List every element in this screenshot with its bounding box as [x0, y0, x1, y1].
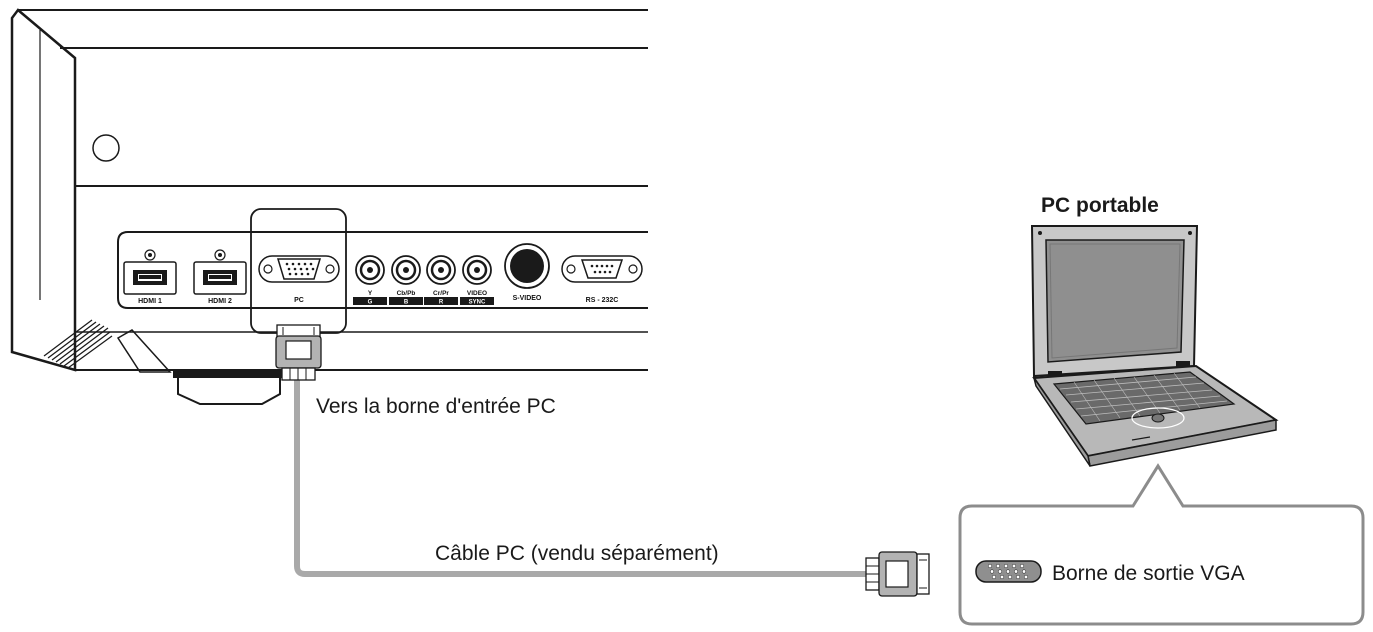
laptop-label: PC portable — [1041, 194, 1159, 217]
rca-cr-port — [426, 255, 456, 285]
rs232c-label: RS - 232C — [586, 297, 619, 304]
screw-hole — [92, 134, 120, 162]
vga-plug-laptop — [865, 551, 930, 597]
projector — [10, 8, 648, 405]
vga-output-label: Borne de sortie VGA — [1052, 562, 1245, 585]
svideo-port — [504, 243, 550, 289]
g-label-bar — [353, 297, 387, 305]
hdmi1-port — [123, 249, 177, 295]
hdmi2-port — [193, 249, 247, 295]
video-label: VIDEO — [467, 290, 487, 297]
cable-label: Câble PC (vendu séparément) — [435, 542, 719, 565]
rs232c-port — [561, 255, 643, 283]
cb-pb-label: Cb/Pb — [397, 290, 416, 297]
y-label: Y — [368, 290, 373, 297]
rca-cb-port — [391, 255, 421, 285]
rca-y-port — [355, 255, 385, 285]
b-label-bar — [389, 297, 423, 305]
sync-label: SYNC — [469, 300, 486, 306]
laptop-touchpad — [1131, 407, 1185, 429]
b-label: B — [404, 300, 409, 306]
svideo-label: S-VIDEO — [513, 295, 542, 302]
rear-panel — [117, 231, 648, 309]
sync-label-bar — [460, 297, 494, 305]
r-label: R — [439, 300, 444, 306]
vga-port-icon — [975, 560, 1042, 583]
rca-video-port — [462, 255, 492, 285]
pc-vga-port — [258, 255, 340, 283]
hdmi1-label: HDMI 1 — [138, 298, 162, 305]
vga-plug-projector — [275, 324, 322, 381]
laptop-keyboard — [1052, 371, 1236, 425]
pc-port-label: PC — [294, 297, 304, 304]
hdmi2-label: HDMI 2 — [208, 298, 232, 305]
vent-grille — [43, 319, 113, 369]
pc-input-label: Vers la borne d'entrée PC — [316, 395, 556, 418]
g-label: G — [368, 300, 373, 306]
r-label-bar — [424, 297, 458, 305]
pc-cable — [294, 380, 868, 577]
vga-callout — [958, 463, 1365, 626]
projector-foot — [177, 375, 281, 405]
cr-pr-label: Cr/Pr — [433, 290, 449, 297]
laptop — [1030, 225, 1279, 467]
